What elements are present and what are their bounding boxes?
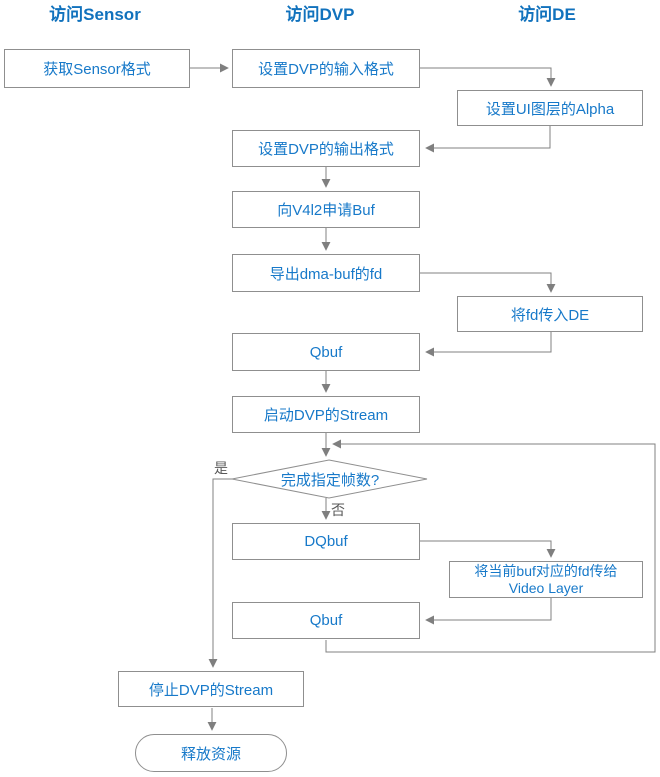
connector-fd-de-to-qbuf1 [425, 332, 552, 357]
node-qbuf-1: Qbuf [232, 333, 420, 371]
node-stop-dvp-stream: 停止DVP的Stream [118, 671, 304, 707]
node-set-ui-layer-alpha: 设置UI图层的Alpha [457, 90, 643, 126]
connector-dvp-input-to-alpha [420, 67, 556, 87]
node-pass-fd-to-de: 将fd传入DE [457, 296, 643, 332]
column-header-dvp: 访问DVP [285, 5, 355, 24]
node-set-dvp-input-format: 设置DVP的输入格式 [232, 49, 420, 88]
column-header-de: 访问DE [518, 5, 576, 24]
node-start-dvp-stream: 启动DVP的Stream [232, 396, 420, 433]
node-pass-current-fd-line1: 将当前buf对应的fd传给 [474, 562, 618, 579]
node-export-dmabuf-fd: 导出dma-buf的fd [232, 254, 420, 292]
connector-decision-yes [208, 478, 232, 668]
edge-label-no: 否 [331, 502, 345, 518]
node-set-dvp-output-format: 设置DVP的输出格式 [232, 130, 420, 167]
connector-export-to-fd-de [420, 272, 556, 293]
decision-diamond-shape [231, 459, 428, 499]
node-release-resources: 释放资源 [135, 734, 287, 772]
node-pass-current-fd-line2: Video Layer [508, 579, 584, 596]
node-qbuf-2: Qbuf [232, 602, 420, 639]
connector-videolayer-to-qbuf2 [425, 598, 552, 625]
column-header-sensor: 访问Sensor [49, 5, 141, 24]
node-pass-current-fd-video-layer: 将当前buf对应的fd传给 Video Layer [449, 561, 643, 598]
edge-label-yes: 是 [214, 460, 228, 476]
node-get-sensor-format: 获取Sensor格式 [4, 49, 190, 88]
node-request-v4l2-buf: 向V4l2申请Buf [232, 191, 420, 228]
connector-dqbuf-to-videolayer [420, 540, 556, 558]
connector-loop-back [325, 439, 656, 653]
connector-alpha-to-dvp-output [425, 126, 551, 153]
node-dqbuf: DQbuf [232, 523, 420, 560]
node-frames-complete-decision: 完成指定帧数? [280, 471, 380, 489]
